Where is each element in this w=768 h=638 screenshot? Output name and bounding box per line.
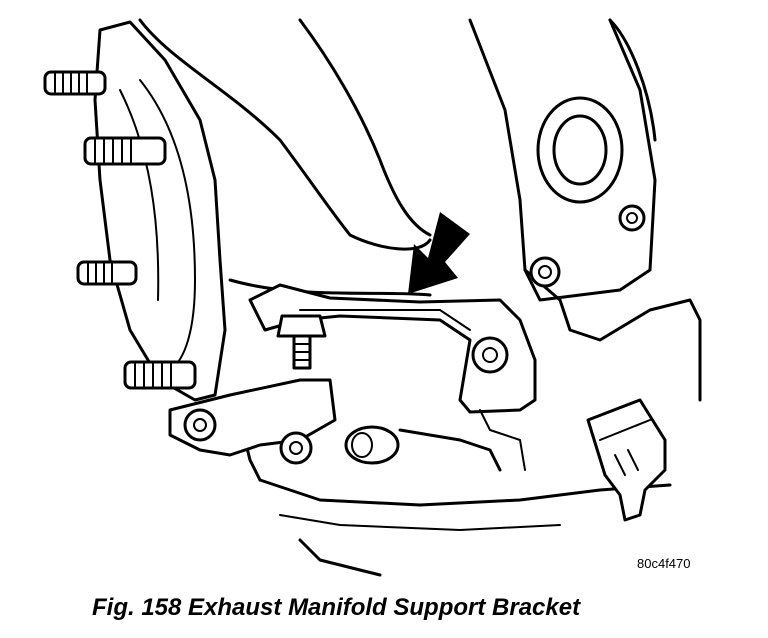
manifold-flange xyxy=(93,20,227,402)
indicator-arrow-icon xyxy=(408,212,470,294)
engine-bolt-right xyxy=(529,256,561,288)
bracket-nut xyxy=(276,314,327,370)
electrical-connector xyxy=(586,398,667,522)
flange-stud-upper-mid xyxy=(83,136,167,166)
image-code: 80c4f470 xyxy=(637,556,691,571)
lower-mount xyxy=(168,378,526,472)
figure-caption: Fig. 158 Exhaust Manifold Support Bracke… xyxy=(92,594,581,621)
flange-stud-bottom xyxy=(123,360,197,390)
engine-boss xyxy=(536,96,646,232)
engine-block xyxy=(138,18,702,577)
flange-stud-lower-mid xyxy=(76,260,138,286)
technical-illustration xyxy=(43,18,702,577)
flange-stud-top xyxy=(43,70,107,96)
